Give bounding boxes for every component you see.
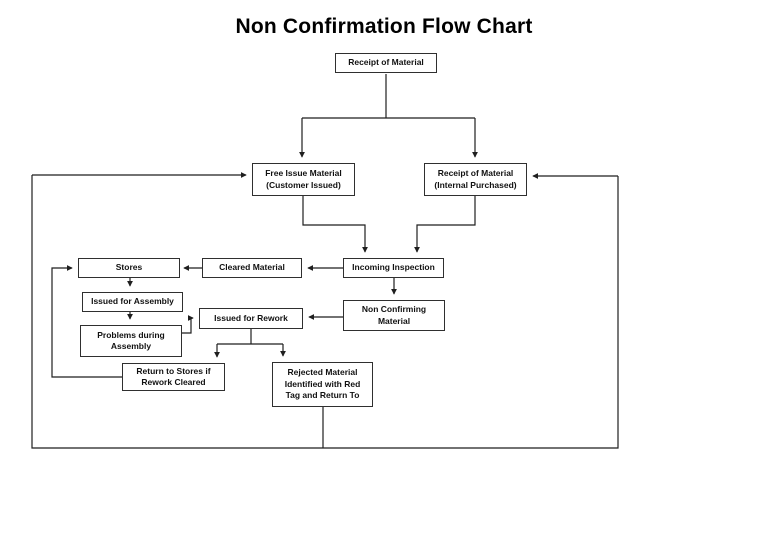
connector-receipt-internal-to-inspection (414, 196, 476, 253)
node-cleared-material: Cleared Material (202, 258, 302, 278)
node-issued-for-rework: Issued for Rework (199, 308, 303, 329)
node-incoming-inspection: Incoming Inspection (343, 258, 444, 278)
node-non-confirming-material: Non Confirming Material (343, 300, 445, 331)
node-problems-during-assembly: Problems during Assembly (80, 325, 182, 357)
node-stores: Stores (78, 258, 180, 278)
connector-return-to-stores-loop (51, 265, 122, 378)
connector-problems-to-rework (182, 315, 194, 334)
page-title: Non Confirmation Flow Chart (235, 15, 533, 38)
node-receipt-of-material: Receipt of Material (335, 53, 437, 73)
node-receipt-internal-purchased: Receipt of Material (Internal Purchased) (424, 163, 527, 196)
node-free-issue-material: Free Issue Material (Customer Issued) (252, 163, 355, 196)
node-rejected-material: Rejected Material Identified with Red Ta… (272, 362, 373, 407)
connector-free-issue-to-inspection (302, 196, 368, 253)
node-return-to-stores: Return to Stores if Rework Cleared (122, 363, 225, 391)
node-issued-for-assembly: Issued for Assembly (82, 292, 183, 312)
connector-outer-loop (31, 175, 619, 449)
